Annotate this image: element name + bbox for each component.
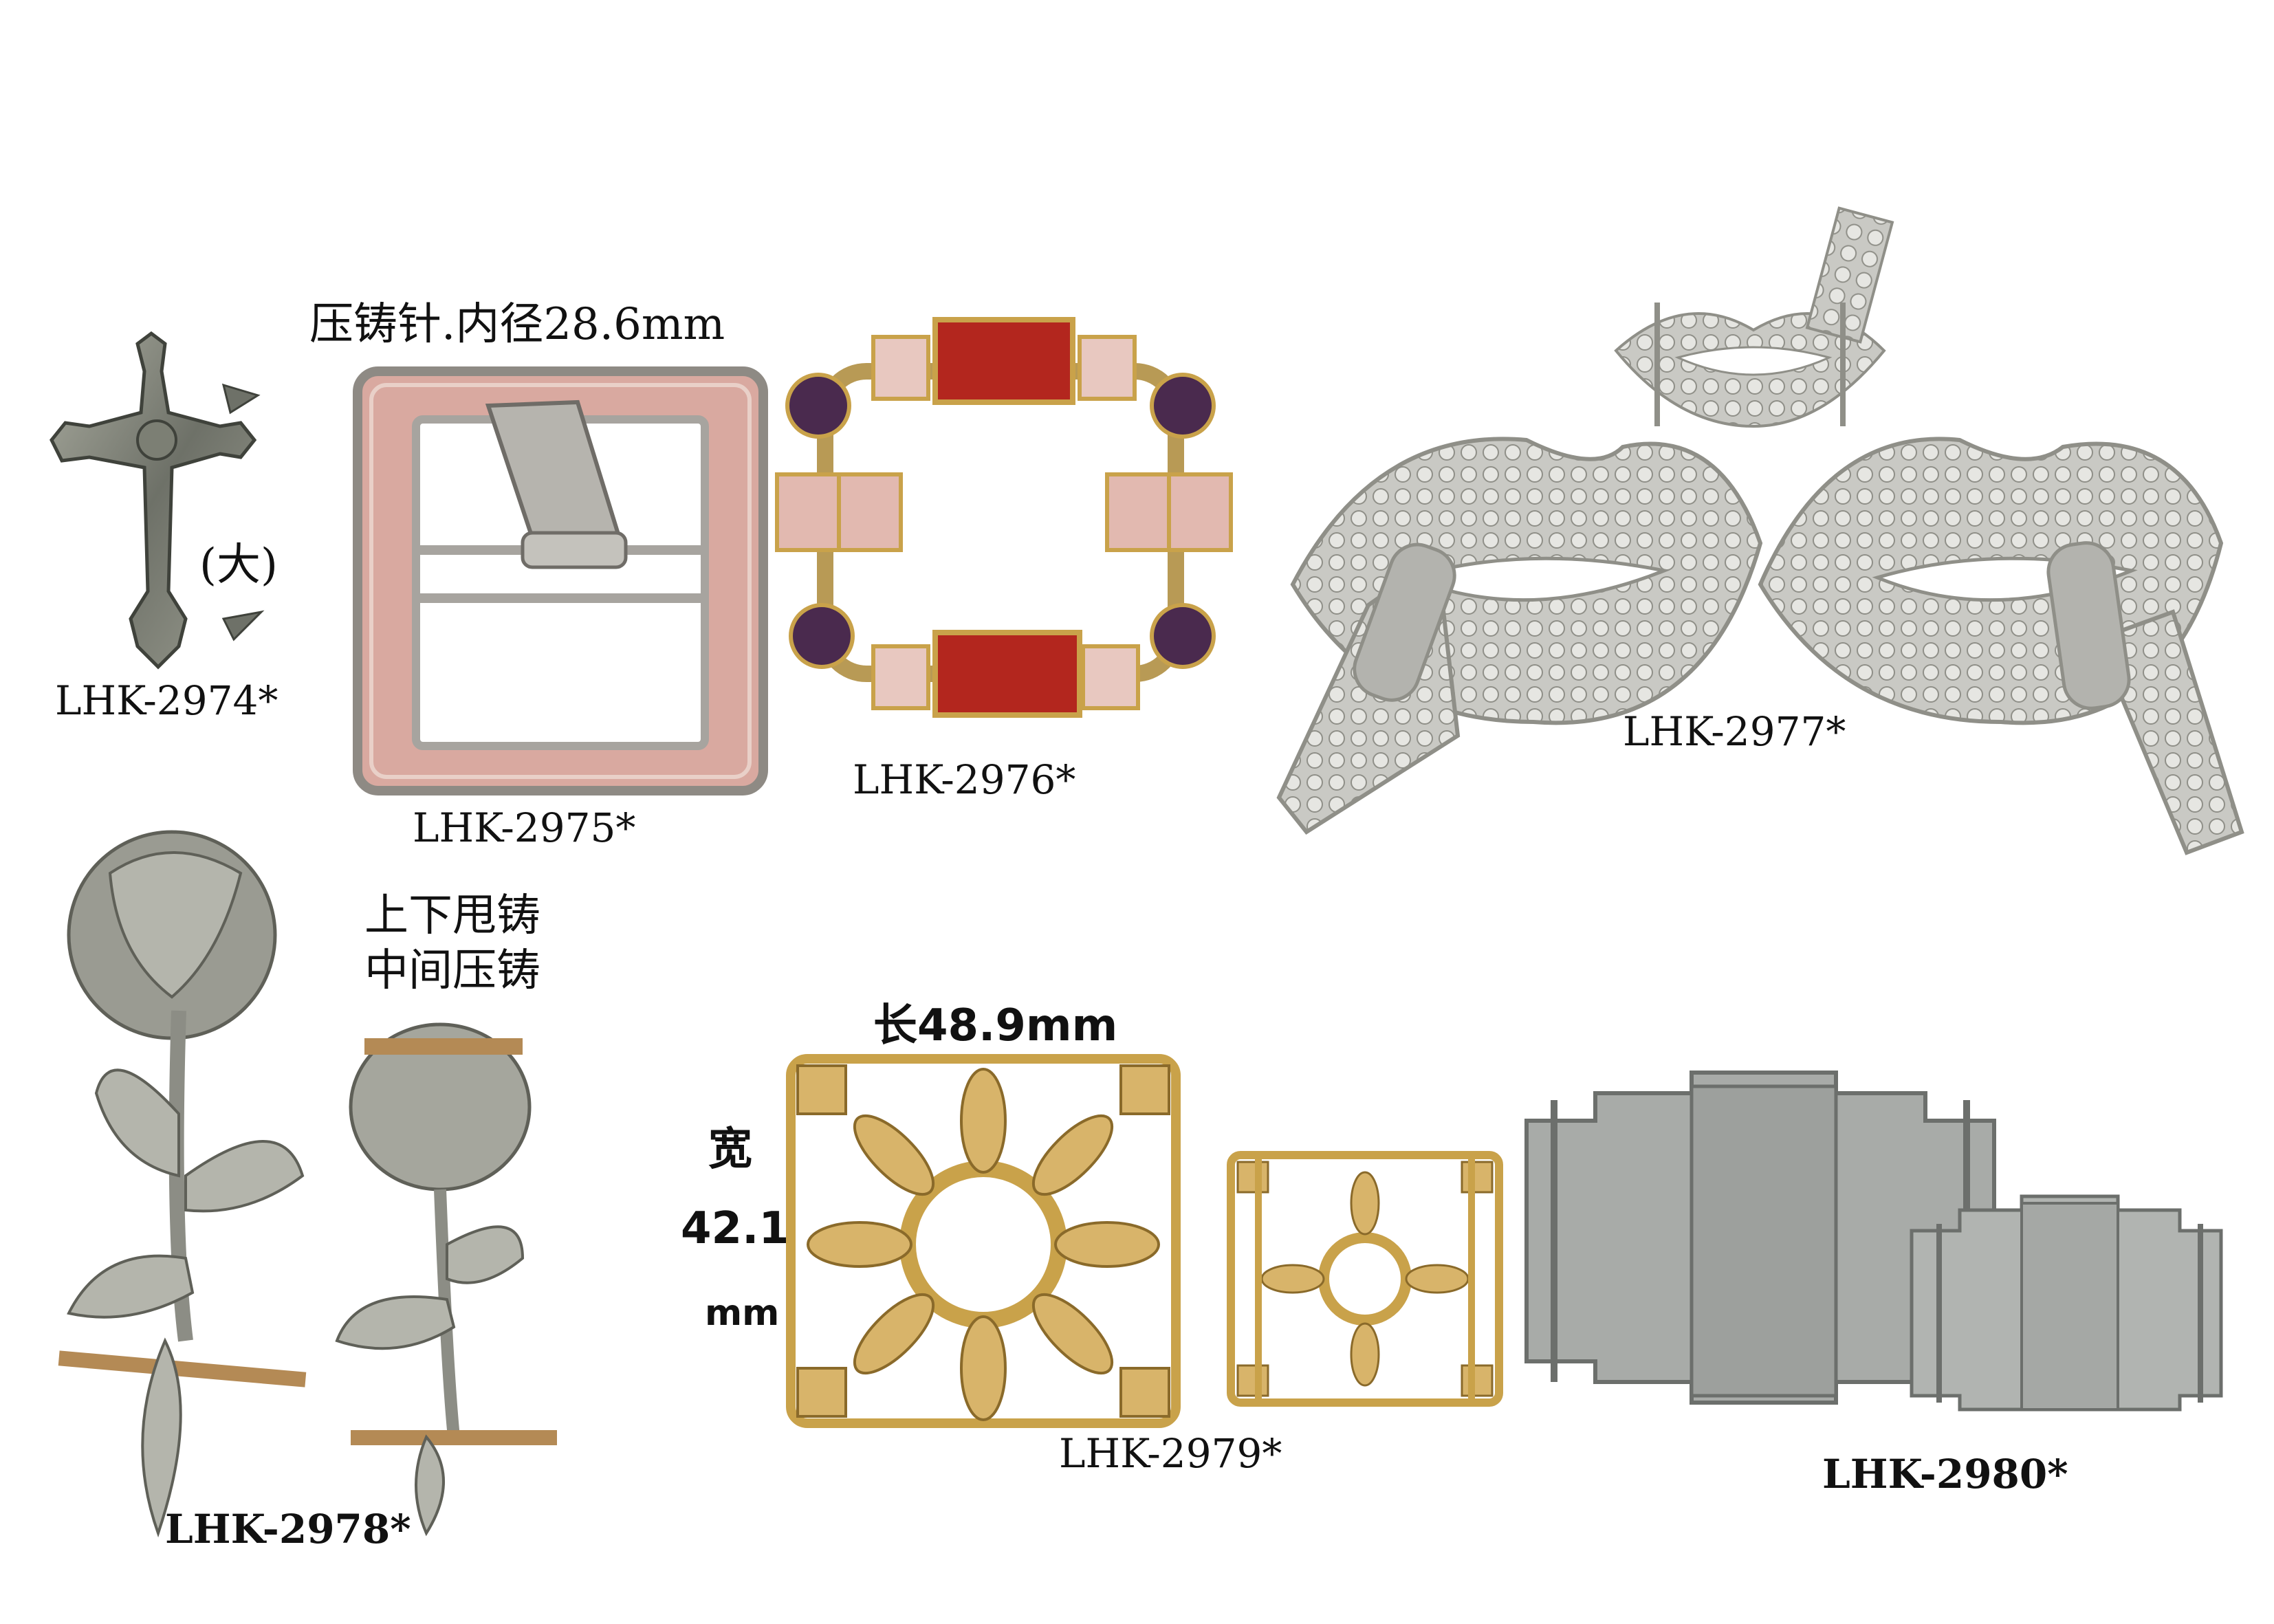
- filigree-buckle-image: [786, 1054, 1503, 1428]
- stepped-plate-buckle-image: [1524, 1071, 2223, 1412]
- product-lhk-2980: LHK-2980*: [1513, 1066, 2235, 1513]
- product-lhk-2978: 上下甩铸 中间压铸 LHK-2978*: [41, 818, 619, 1568]
- product-lhk-2979: 长48.9mm 宽 42.1 mm: [674, 990, 1503, 1506]
- width-unit: mm: [705, 1293, 780, 1334]
- product-note: (大): [199, 540, 278, 591]
- length-note: 长48.9mm: [873, 1000, 1118, 1051]
- product-note: 压铸针.内径28.6mm: [309, 299, 725, 350]
- product-note-line-1: 上下甩铸: [364, 890, 540, 941]
- pin-buckle-image: [353, 366, 768, 795]
- product-code: LHK-2980*: [1822, 1451, 2068, 1497]
- product-lhk-2975: 压铸针.内径28.6mm LHK-2975*: [309, 289, 777, 866]
- product-code: LHK-2979*: [1059, 1430, 1282, 1477]
- width-value: 42.1: [681, 1203, 789, 1254]
- product-code: LHK-2975*: [413, 804, 636, 851]
- product-note-line-2: 中间压铸: [364, 945, 540, 996]
- product-lhk-2976: LHK-2976*: [770, 309, 1251, 832]
- rhinestone-buckle-image: [775, 317, 1233, 718]
- product-code: LHK-2976*: [853, 756, 1076, 803]
- product-code: LHK-2974*: [55, 677, 278, 724]
- product-lhk-2974: (大) LHK-2974*: [48, 330, 278, 743]
- cross-pendant-image: [50, 331, 265, 670]
- rose-pin-image: [58, 830, 557, 1538]
- product-lhk-2977: LHK-2977*: [1238, 199, 2255, 880]
- width-label: 宽: [708, 1124, 752, 1175]
- lips-buckle-image: [1276, 206, 2244, 855]
- product-code: LHK-2977*: [1623, 708, 1846, 755]
- product-code: LHK-2978*: [165, 1506, 411, 1552]
